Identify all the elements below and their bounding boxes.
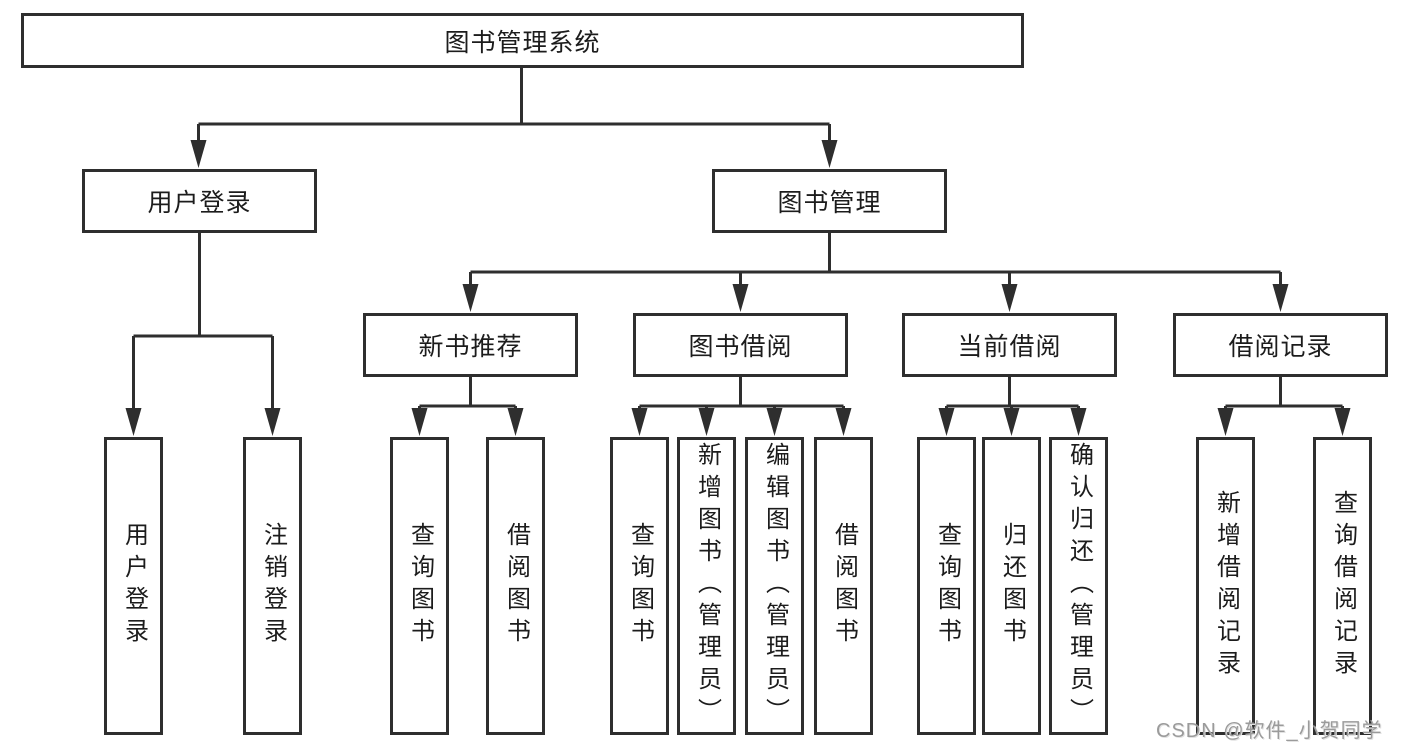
node-label: 确认归还（管理员） bbox=[1065, 442, 1093, 730]
edge-new-book-recommend-to-leaves bbox=[411, 377, 524, 436]
arrow-down-icon bbox=[938, 408, 955, 436]
node-label: 新书推荐 bbox=[418, 333, 523, 361]
arrow-down-icon bbox=[766, 408, 783, 436]
node-label: 编辑图书（管理员） bbox=[761, 442, 789, 730]
edge-borrow-records-to-leaves bbox=[1217, 377, 1351, 436]
node-label: 查询图书 bbox=[933, 522, 961, 650]
arrow-down-icon bbox=[1001, 284, 1018, 312]
edge-current-borrow-to-leaves bbox=[938, 377, 1087, 436]
leaf-logout: 注销登录 bbox=[243, 437, 302, 735]
node-library-management-system: 图书管理系统 bbox=[21, 13, 1024, 68]
node-label: 借阅图书 bbox=[502, 522, 530, 650]
leaf-edit-book-admin: 编辑图书（管理员） bbox=[745, 437, 804, 735]
leaf-add-book-admin: 新增图书（管理员） bbox=[677, 437, 736, 735]
edge-user-login-to-leaves bbox=[125, 233, 281, 436]
node-label: 归还图书 bbox=[998, 522, 1026, 650]
node-label: 借阅记录 bbox=[1228, 333, 1333, 361]
leaf-add-borrow-record: 新增借阅记录 bbox=[1196, 437, 1255, 735]
node-new-book-recommend: 新书推荐 bbox=[363, 313, 578, 377]
arrow-down-icon bbox=[1334, 408, 1351, 436]
node-current-borrow: 当前借阅 bbox=[902, 313, 1117, 377]
edge-root-to-level2 bbox=[190, 68, 838, 168]
leaf-borrow-books-recommend: 借阅图书 bbox=[486, 437, 545, 735]
node-label: 借阅图书 bbox=[830, 522, 858, 650]
leaf-return-book: 归还图书 bbox=[982, 437, 1041, 735]
arrow-down-icon bbox=[1003, 408, 1020, 436]
leaf-borrow-books: 借阅图书 bbox=[814, 437, 873, 735]
node-label: 用户登录 bbox=[120, 522, 148, 650]
node-label: 用户登录 bbox=[147, 189, 252, 217]
csdn-watermark: CSDN @软件_小贺同学 bbox=[1156, 720, 1383, 742]
arrow-down-icon bbox=[411, 408, 428, 436]
node-label: 查询借阅记录 bbox=[1329, 490, 1357, 682]
arrow-down-icon bbox=[462, 284, 479, 312]
node-label: 新增图书（管理员） bbox=[693, 442, 721, 730]
node-label: 注销登录 bbox=[259, 522, 287, 650]
arrow-down-icon bbox=[732, 284, 749, 312]
node-label: 图书借阅 bbox=[688, 333, 793, 361]
node-label: 查询图书 bbox=[406, 522, 434, 650]
leaf-query-books-recommend: 查询图书 bbox=[390, 437, 449, 735]
edge-book-management-to-level3 bbox=[462, 233, 1289, 312]
arrow-down-icon bbox=[821, 140, 838, 168]
arrow-down-icon bbox=[264, 408, 281, 436]
node-label: 图书管理系统 bbox=[444, 28, 601, 57]
node-label: 图书管理 bbox=[777, 189, 882, 217]
leaf-confirm-return-admin: 确认归还（管理员） bbox=[1049, 437, 1108, 735]
node-label: 查询图书 bbox=[626, 522, 654, 650]
arrow-down-icon bbox=[125, 408, 142, 436]
leaf-user-login: 用户登录 bbox=[104, 437, 163, 735]
node-book-borrow: 图书借阅 bbox=[633, 313, 848, 377]
node-borrow-records: 借阅记录 bbox=[1173, 313, 1388, 377]
leaf-query-borrow-record: 查询借阅记录 bbox=[1313, 437, 1372, 735]
leaf-query-books-borrow: 查询图书 bbox=[610, 437, 669, 735]
arrow-down-icon bbox=[1070, 408, 1087, 436]
arrow-down-icon bbox=[1217, 408, 1234, 436]
arrow-down-icon bbox=[698, 408, 715, 436]
edge-book-borrow-to-leaves bbox=[631, 377, 852, 436]
arrow-down-icon bbox=[835, 408, 852, 436]
arrow-down-icon bbox=[507, 408, 524, 436]
node-label: 当前借阅 bbox=[957, 333, 1062, 361]
node-user-login: 用户登录 bbox=[82, 169, 317, 233]
arrow-down-icon bbox=[631, 408, 648, 436]
leaf-query-books-current: 查询图书 bbox=[917, 437, 976, 735]
arrow-down-icon bbox=[190, 140, 207, 168]
node-book-management: 图书管理 bbox=[712, 169, 947, 233]
arrow-down-icon bbox=[1272, 284, 1289, 312]
node-label: 新增借阅记录 bbox=[1212, 490, 1240, 682]
